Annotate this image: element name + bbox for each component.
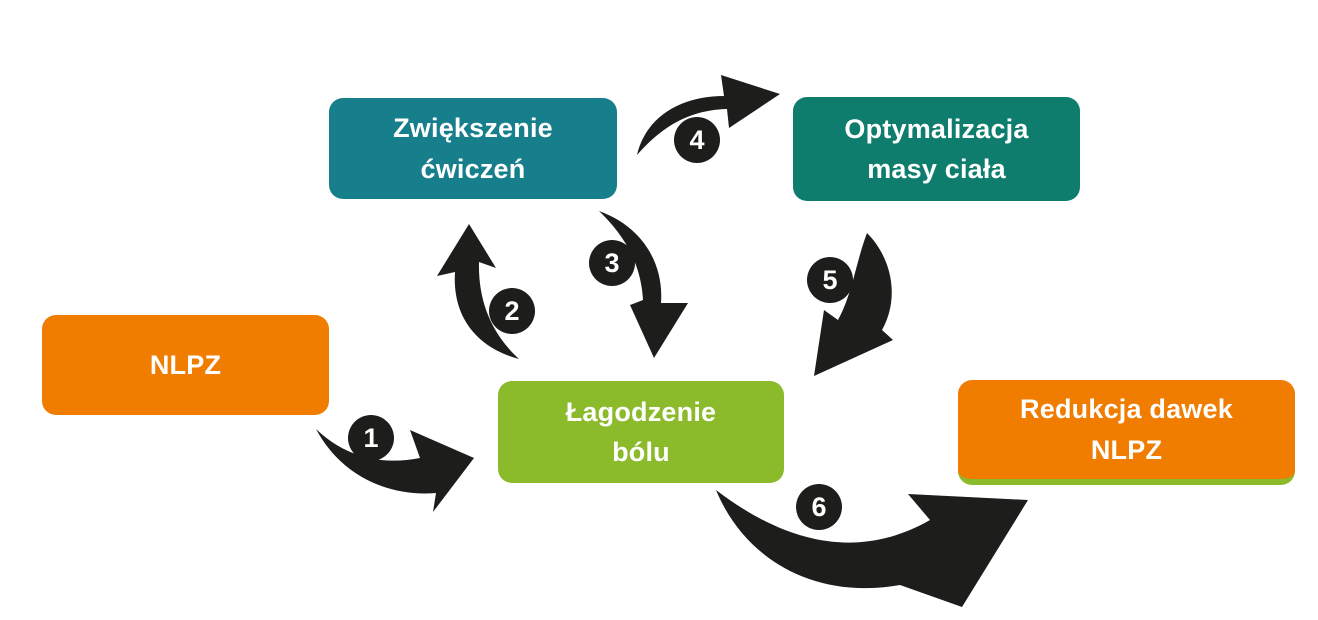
step-badge-2: 2 [489, 288, 535, 334]
step-badge-4: 4 [674, 117, 720, 163]
node-optimize-body-mass: Optymalizacja masy ciała [793, 97, 1080, 201]
node-nlpz: NLPZ [42, 315, 329, 415]
node-pain-relief: Łagodzenie bólu [498, 381, 784, 483]
step-badge-3: 3 [589, 240, 635, 286]
node-nlpz-dose-reduction: Redukcja dawek NLPZ [958, 380, 1295, 485]
step-badge-5: 5 [807, 257, 853, 303]
arrow-1-nlpz-to-pain [316, 429, 474, 512]
arrow-2-pain-to-exercise [437, 224, 519, 359]
arrow-5-weight-to-pain [814, 233, 893, 376]
step-badge-6: 6 [796, 484, 842, 530]
node-increase-exercise: Zwiększenie ćwiczeń [329, 98, 617, 199]
arrow-3-exercise-to-pain [599, 211, 688, 358]
step-badge-1: 1 [348, 415, 394, 461]
arrow-4-exercise-to-weight [637, 75, 780, 155]
arrow-6-pain-to-reduction [716, 490, 1028, 607]
